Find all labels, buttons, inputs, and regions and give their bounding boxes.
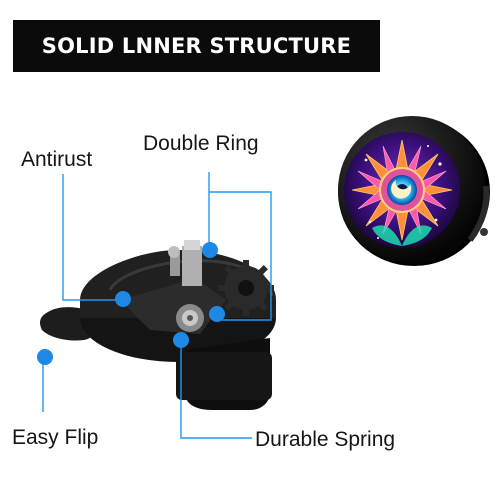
label-double-ring: Double Ring <box>143 132 259 155</box>
banner-title: SOLID LNNER STRUCTURE <box>41 34 352 58</box>
label-antirust: Antirust <box>21 148 93 171</box>
callout-dots <box>37 242 225 365</box>
sun-rays <box>351 139 453 241</box>
title-banner: SOLID LNNER STRUCTURE <box>13 20 380 72</box>
callout-lines <box>42 172 272 439</box>
label-easy-flip: Easy Flip <box>12 426 99 449</box>
bell-cap <box>338 116 490 266</box>
label-durable-spring: Durable Spring <box>255 428 396 451</box>
bell-mechanism <box>40 240 276 410</box>
gear <box>218 260 274 316</box>
